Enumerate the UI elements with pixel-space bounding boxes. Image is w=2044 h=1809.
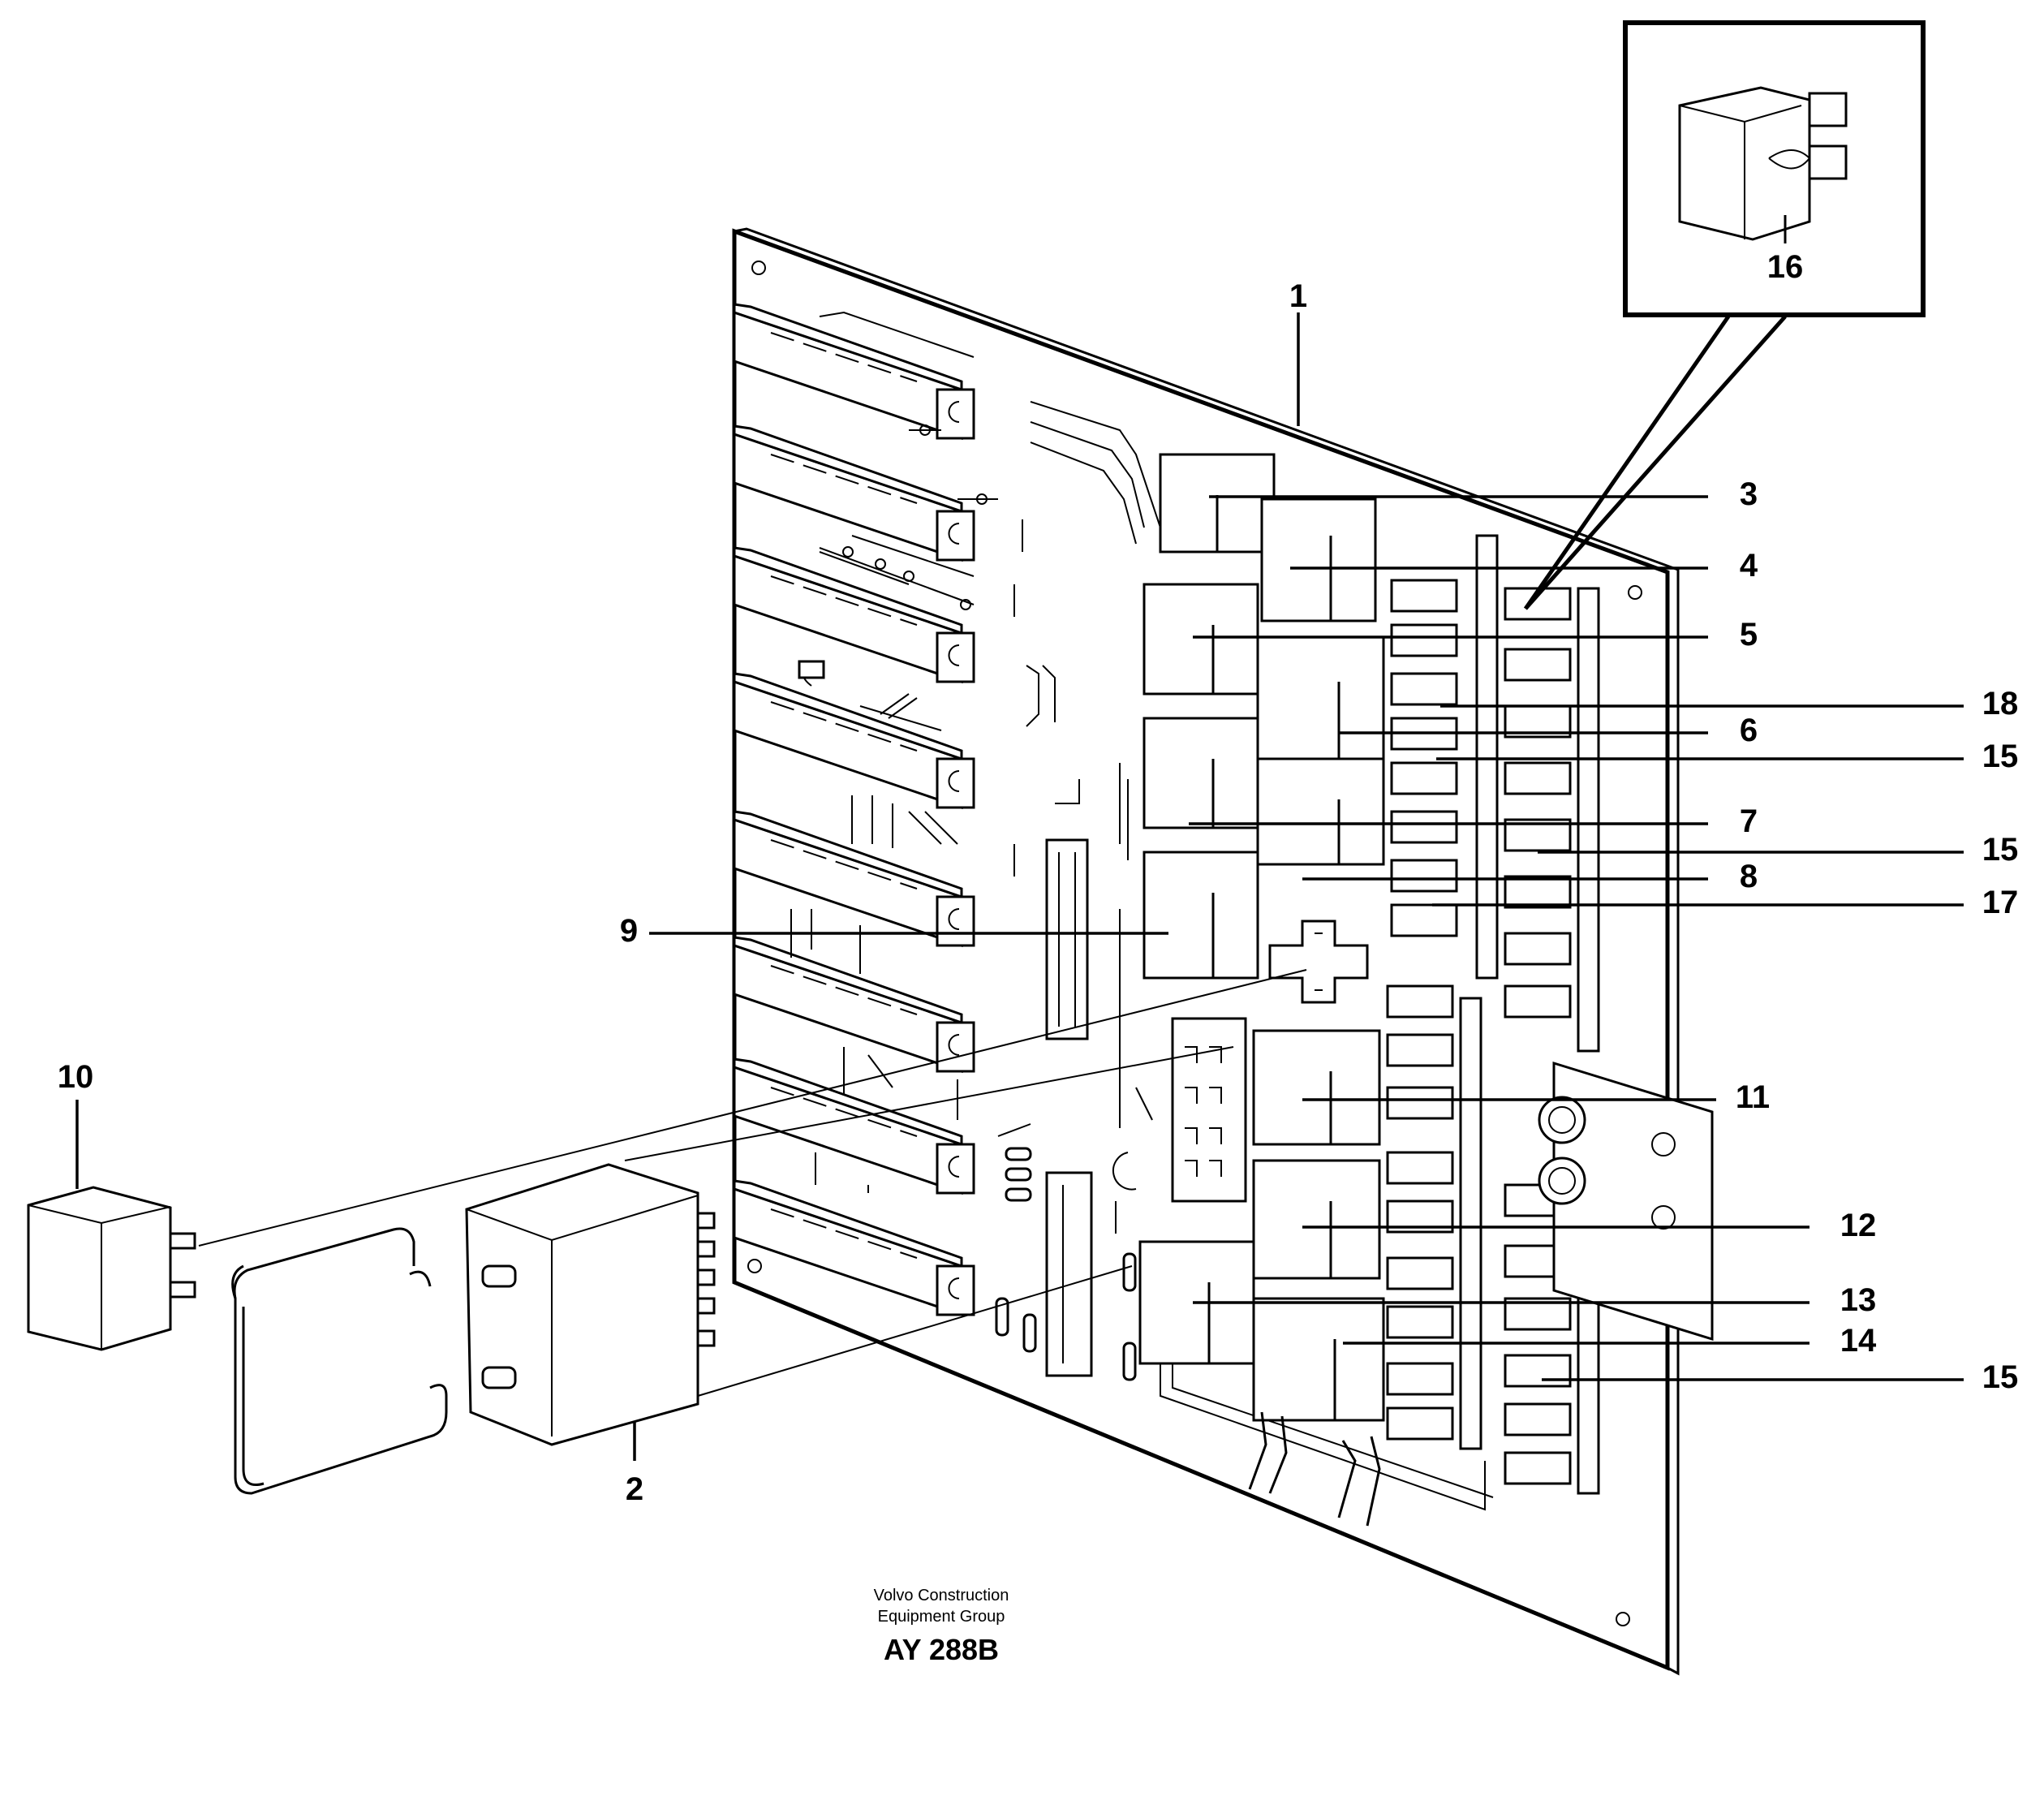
retaining-clip (231, 1227, 448, 1495)
circuit-traces (790, 311, 1494, 1511)
callout-3: 3 (1740, 476, 1758, 512)
timer-unit-part-2 (465, 1163, 716, 1446)
fuse-rows (1386, 534, 1600, 1495)
callout-8: 8 (1740, 859, 1758, 894)
callout-12: 12 (1840, 1208, 1877, 1243)
fuse-column-d (1504, 1151, 1600, 1495)
relays (1138, 453, 1385, 1422)
caption-line-2: Equipment Group (878, 1608, 1005, 1626)
callout-15: 15 (1982, 739, 2019, 774)
callout-7: 7 (1740, 803, 1758, 839)
callout-13: 13 (1840, 1282, 1877, 1318)
callout-18: 18 (1982, 686, 2019, 721)
callout-9: 9 (620, 913, 638, 949)
relay-socket (1268, 920, 1369, 1004)
inset-fuse-detail (1523, 20, 1926, 610)
callout-15: 15 (1982, 1359, 2019, 1395)
caption: Volvo Construction Equipment Group AY 28… (874, 1587, 1009, 1666)
callout-10: 10 (58, 1059, 94, 1095)
drawing-code: AY 288B (884, 1633, 999, 1666)
left-edge-connectors (733, 303, 975, 1317)
mounting-bracket (1538, 1061, 1714, 1342)
callout-4: 4 (1740, 548, 1758, 584)
callout-17: 17 (1982, 885, 2019, 920)
callout-11: 11 (1736, 1079, 1770, 1115)
callout-16: 16 (1767, 249, 1804, 285)
callout-15: 15 (1982, 832, 2019, 868)
callout-6: 6 (1740, 713, 1758, 748)
cable-harness (1248, 1411, 1381, 1527)
callout-2: 2 (626, 1471, 643, 1507)
leader-lines (75, 312, 1964, 1461)
projection-lines (198, 969, 1307, 1397)
fuse-column-b (1504, 587, 1600, 1053)
callout-5: 5 (1740, 617, 1758, 653)
small-components (798, 424, 1137, 1381)
relay-part-10 (27, 1186, 196, 1351)
board-connector-strips (1045, 838, 1247, 1377)
callout-1: 1 (1289, 278, 1307, 314)
callout-14: 14 (1840, 1323, 1877, 1359)
callout-labels: 1 2 3 4 5 6 7 8 9 10 11 12 13 14 15 15 1… (58, 249, 2019, 1507)
fuse-column-c (1386, 984, 1482, 1450)
fuse-column-a (1390, 534, 1499, 980)
caption-line-1: Volvo Construction (874, 1587, 1009, 1604)
